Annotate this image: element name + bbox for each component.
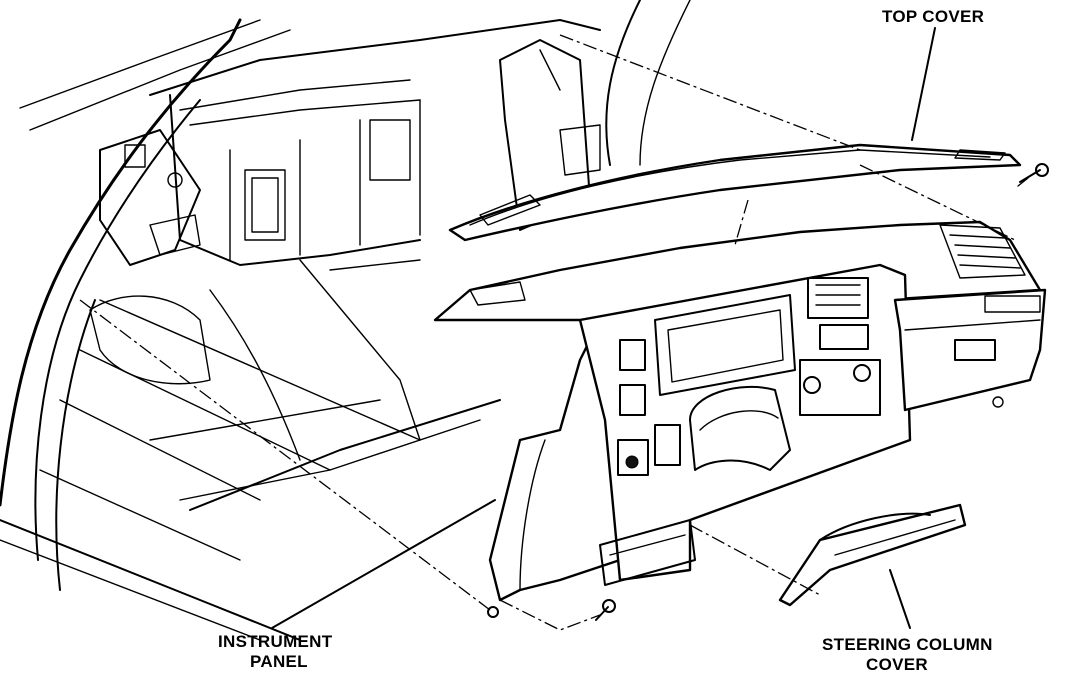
screw-panel-lower <box>487 606 499 618</box>
leader-lines <box>271 27 936 629</box>
top-cover-part <box>448 143 1022 242</box>
instrument-panel-part <box>433 220 1047 602</box>
label-instrument-panel-line1: INSTRUMENT <box>218 632 333 651</box>
steering-column-cover-part <box>778 503 967 607</box>
screw-instrument-panel <box>595 599 616 621</box>
screw-top-cover <box>1017 163 1049 187</box>
alignment-lines <box>79 34 1016 631</box>
label-instrument-panel-line2: PANEL <box>250 652 308 671</box>
label-steering-column-cover-line2: COVER <box>866 655 928 674</box>
label-steering-column-cover-line1: STEERING COLUMN <box>822 635 993 654</box>
vehicle-interior <box>0 0 691 641</box>
label-top-cover: TOP COVER <box>882 7 984 26</box>
